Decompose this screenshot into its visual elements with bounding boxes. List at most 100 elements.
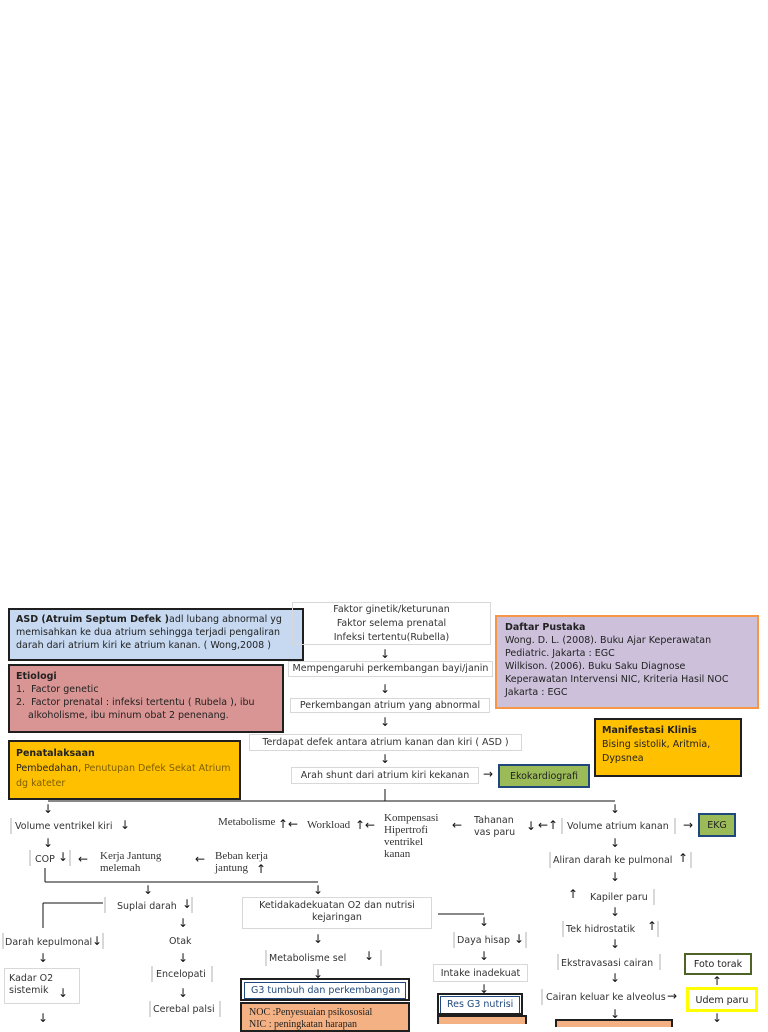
tek-hidrostatik-text: Tek hidrostatik [566, 924, 636, 935]
intake-frame [433, 964, 528, 982]
volume-atrium-text: Volume atrium kanan [567, 821, 669, 832]
arrow-down-icon: ↓ [610, 836, 621, 850]
perkembangan-frame [290, 698, 490, 713]
arrow-down-icon: ↓ [364, 949, 375, 963]
foto-torak-box: Foto torak [684, 953, 752, 975]
defek-frame [249, 734, 522, 751]
arrow-down-icon: ↓ [610, 905, 621, 919]
foto-torak-label: Foto torak [693, 959, 743, 970]
faktor-frame [292, 602, 491, 645]
arah-shunt-frame [291, 767, 479, 784]
ekokardiografi-box: Ekokardiografi [498, 764, 590, 788]
kerja-jantung-text: Kerja Jantung melemah [100, 850, 162, 874]
arrow-down-icon: ↓ [610, 802, 621, 816]
arrow-down-icon: ↓ [178, 986, 189, 1000]
g3-tumbuh-box: G3 tumbuh dan perkembangan [240, 978, 410, 1001]
arrow-down-icon: ↓ [38, 1011, 49, 1025]
encelopati-text: Encelopati [156, 969, 206, 980]
arrow-left-icon: ← [452, 818, 463, 832]
aliran-darah-text: Aliran darah ke pulmonal [553, 855, 673, 866]
ketidakadekuatan-text: Ketidakadekuatan O2 dan nutrisi kejaring… [259, 900, 415, 923]
arrow-down-icon: ↓ [610, 870, 621, 884]
penatalaksaan-text-b: Penutupan Defek Sekat Atrium dg kateter [16, 763, 231, 789]
arrow-down-icon: ↓ [313, 883, 324, 897]
arrow-down-icon: ↓ [178, 916, 189, 930]
asd-text: adl lubang abnormal yg memisahkan ke dua… [16, 614, 282, 651]
suplai-darah-text: Suplai darah [117, 901, 177, 912]
noc-nic-box: NOC :Penyesuaian psikososial NIC : penin… [240, 1002, 410, 1032]
arrow-right-icon: → [483, 767, 494, 781]
cop-text: COP [35, 854, 55, 865]
arrow-down-icon: ↓ [178, 951, 189, 965]
penatalaksaan-title: Penatalaksaan [16, 748, 95, 759]
res-g3-nutrisi-box: Res G3 nutrisi [437, 993, 523, 1015]
arrow-down-icon: ↓ [479, 915, 490, 929]
otak-text: Otak [169, 936, 192, 947]
noc-text: NOC :Penyesuaian psikososial [249, 1007, 373, 1018]
arrow-down-icon: ↓ [610, 1007, 621, 1021]
faktor-prenatal-text: Faktor selema prenatal [336, 618, 447, 629]
ekg-box: EKG [698, 813, 736, 837]
arah-shunt-text: Arah shunt dari atrium kiri kekanan [300, 770, 470, 781]
penatalaksaan-text-a: Pembedahan, [16, 763, 85, 774]
bottom-box-fragment [555, 1019, 673, 1027]
arrow-down-icon: ↓ [38, 951, 49, 965]
daftar-pustaka-ref-1: Wong. D. L. (2008). Buku Ajar Keperawata… [505, 635, 712, 659]
penatalaksaan-box: Penatalaksaan Pembedahan, Penutupan Defe… [8, 740, 241, 800]
arrow-down-icon: ↓ [479, 949, 490, 963]
daftar-pustaka-title: Daftar Pustaka [505, 622, 586, 633]
res-g3-nutrisi-label: Res G3 nutrisi [440, 996, 520, 1013]
volume-ventrikel-text: Volume ventrikel kiri [15, 821, 113, 832]
arrow-left-icon: ← [78, 852, 89, 866]
metabolisme-sel-text: Metabolisme sel [269, 953, 347, 964]
workload-text: Workload [307, 819, 351, 831]
arrow-down-icon: ↓ [58, 986, 69, 1000]
daya-hisap-text: Daya hisap [457, 935, 511, 946]
intake-text: Intake inadekuat [440, 968, 521, 979]
faktor-infeksi-text: Infeksi tertentu(Rubella) [333, 632, 450, 643]
arrow-down-icon: ↓ [712, 1011, 723, 1025]
kadar-o2-text: Kadar O2 sistemik [9, 973, 54, 996]
cairan-keluar-text: Cairan keluar ke alveolus [546, 992, 666, 1003]
ekokardiografi-label: Ekokardiografi [509, 771, 579, 782]
arrow-left-icon: ← [195, 852, 206, 866]
manifestasi-klinis-box: Manifestasi Klinis Bising sistolik, Arit… [594, 718, 742, 777]
perkembangan-text: Perkembangan atrium yang abnormal [299, 700, 481, 711]
arrow-down-icon: ↓ [610, 937, 621, 951]
defek-text: Terdapat defek antara atrium kanan dan k… [262, 737, 509, 748]
arrow-up-icon: ↑ [647, 919, 658, 933]
daftar-pustaka-box: Daftar Pustaka Wong. D. L. (2008). Buku … [495, 615, 759, 709]
arrow-up-icon: ↑ [712, 974, 723, 988]
arrow-up-icon: ↑← [355, 818, 376, 832]
etiologi-item-2: 2. Factor prenatal : infeksi tertentu ( … [16, 697, 255, 721]
arrow-down-icon: ↓ [380, 752, 391, 766]
etiologi-item-1: 1. Factor genetic [16, 684, 99, 695]
etiologi-title: Etiologi [16, 671, 57, 682]
arrow-down-icon: ↓ [526, 819, 537, 833]
arrow-down-icon: ↓ [514, 932, 525, 946]
tahanan-text: Tahanan vas paru [474, 815, 516, 838]
arrow-up-icon: ↑ [568, 887, 579, 901]
ekstravasasi-text: Ekstravasasi cairan [561, 958, 654, 969]
kadar-o2-frame [4, 968, 80, 1004]
arrow-down-icon: ↓ [610, 971, 621, 985]
arrow-down-icon: ↓ [313, 967, 324, 981]
faktor-genetik-text: Faktor ginetik/keturunan [333, 604, 450, 615]
metabolisme-text: Metabolisme [218, 816, 276, 828]
darah-kepulmonal-text: Darah kepulmonal [5, 937, 93, 948]
mempengaruhi-text: Mempengaruhi perkembangan bayi/janin [292, 663, 489, 674]
udem-paru-box: Udem paru [686, 987, 758, 1012]
arrow-down-icon: ↓ [143, 883, 154, 897]
arrow-down-icon: ↓ [92, 934, 103, 948]
arrow-down-icon: ↓ [380, 715, 391, 729]
arrow-down-icon: ↓ [313, 932, 324, 946]
asd-title: ASD (Atruim Septum Defek ) [16, 614, 170, 625]
ekg-label: EKG [707, 820, 727, 831]
udem-paru-label: Udem paru [695, 995, 749, 1006]
manifestasi-text: Bising sistolik, Aritmia, Dypsnea [602, 739, 711, 764]
arrow-down-icon: ↓ [43, 836, 54, 850]
arrow-down-icon: ↓ [479, 982, 490, 996]
ketidakadekuatan-frame [242, 897, 432, 929]
g3-tumbuh-label: G3 tumbuh dan perkembangan [244, 982, 406, 999]
